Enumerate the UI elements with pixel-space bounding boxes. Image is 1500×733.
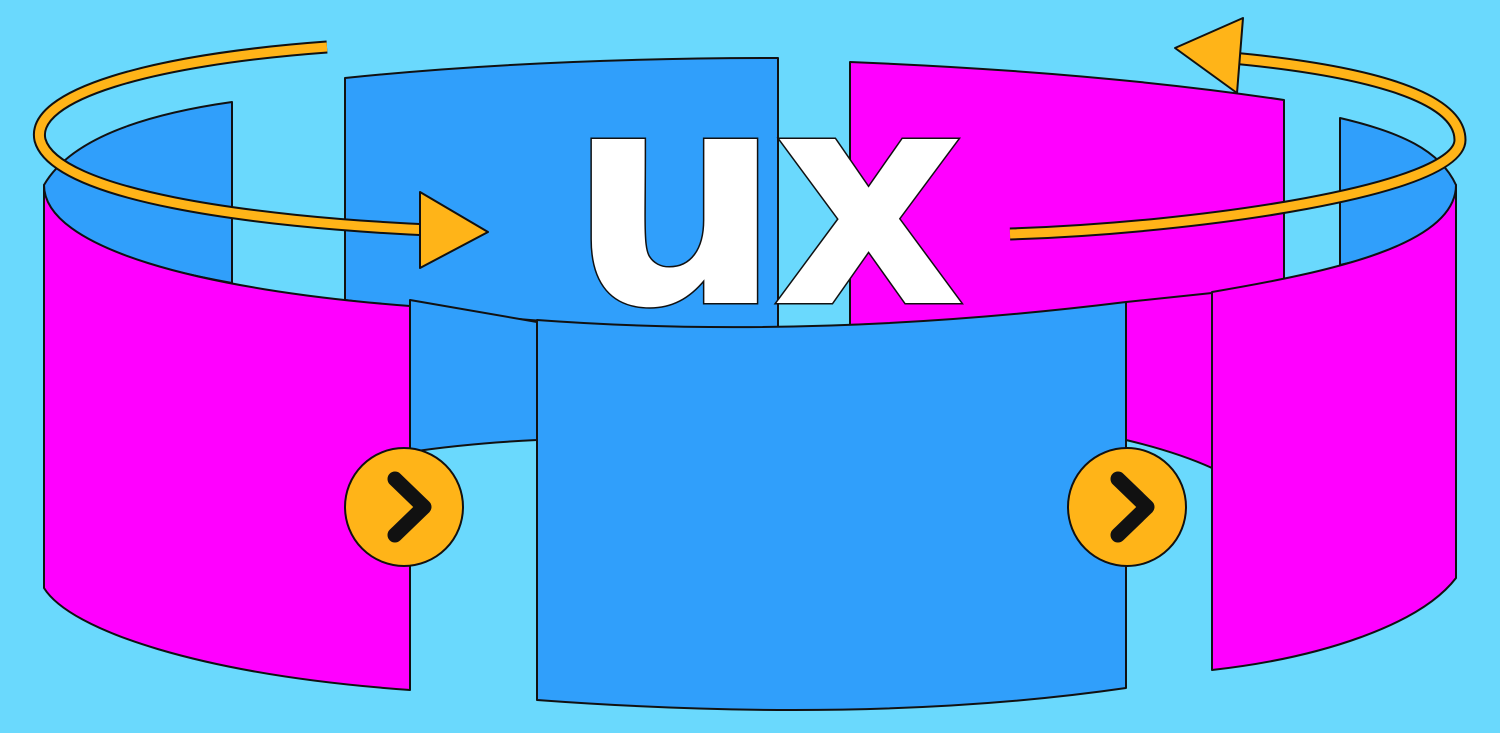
headline-ux: ux	[568, 25, 964, 374]
orbit-arrow-right	[1009, 17, 1467, 241]
mid-left-blue-panel	[409, 299, 538, 453]
carousel-next-button-left[interactable]	[344, 447, 464, 567]
arrow-head-left-icon	[1174, 17, 1244, 94]
orbit-arrow-left	[33, 40, 489, 269]
arrow-head-right-icon	[419, 191, 489, 269]
carousel-next-button-right[interactable]	[1067, 447, 1187, 567]
chevron-right-icon	[1110, 471, 1155, 543]
chevron-right-icon	[387, 471, 432, 543]
front-center-blue-panel	[536, 301, 1127, 712]
front-right-magenta-panel	[1211, 184, 1457, 671]
mid-right-magenta-panel	[1125, 292, 1213, 469]
